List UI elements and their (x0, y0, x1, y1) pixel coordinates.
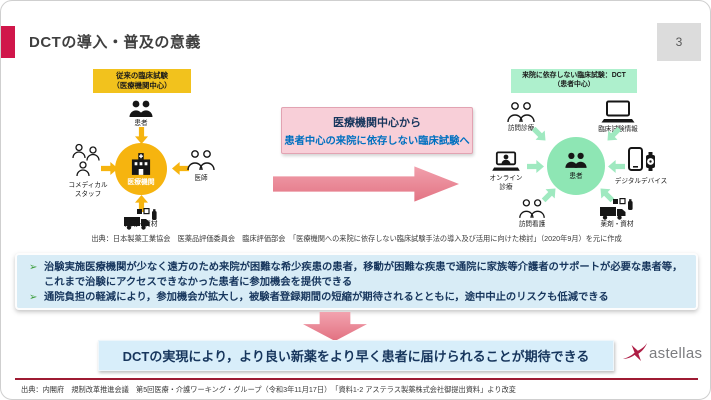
diagram-source-note: 出典：日本製薬工業協会 医薬品評価委員会 臨床評価部会 「医療機関への来院に依存… (91, 234, 622, 243)
arrow-right-icon (527, 160, 544, 173)
right-diagram-header-label: 来院に依存しない臨床試験：DCT （患者中心） (522, 72, 626, 88)
patient-pair-icon (564, 152, 588, 169)
left-spoke-top-label: 患者 (134, 120, 148, 127)
left-hub-label: 医療機関 (127, 178, 155, 186)
right-spoke-bottom-right-label: 薬剤・資材 (600, 221, 634, 228)
arrow-left-icon (608, 160, 625, 173)
transition-box: 医療機関中心から 患者中心の来院に依存しない臨床試験へ (281, 107, 473, 154)
doctors-icon (185, 149, 217, 171)
patients-icon (128, 100, 154, 118)
right-hub-label: 患者 (569, 173, 583, 180)
right-spoke-top-left-label: 訪問診療 (507, 125, 535, 132)
left-spoke-bottom-label: 薬剤・資材 (124, 221, 158, 228)
trial-info-laptop-icon (601, 100, 635, 124)
benefit-item: ➢ 通院負担の軽減により，参加機会が拡大し，被験者登録期間の短縮が期待されるとと… (29, 291, 686, 306)
visiting-doctors-icon (505, 101, 537, 123)
astellas-star-icon (622, 342, 648, 364)
left-spoke-left-label: コメディカル スタッフ (68, 182, 108, 198)
page-title: DCTの導入・普及の意義 (29, 34, 201, 51)
online-care-icon (490, 151, 522, 173)
left-diagram-header-label: 従来の臨床試験 （医療機関中心） (112, 71, 172, 90)
page-number: 3 (657, 23, 701, 61)
drug-supply-truck-icon (123, 208, 159, 230)
footer-divider-line (15, 378, 698, 380)
left-hub-medical-institution: 医療機関 (115, 143, 167, 195)
digital-devices-icon (625, 147, 659, 175)
benefit-item: ➢ 治験実施医療機関が少なく遠方のため来院が困難な希少疾患の患者，移動が困難な疾… (29, 261, 686, 291)
astellas-wordmark: astellas (649, 344, 703, 362)
drug-supply-truck-icon (599, 198, 635, 220)
right-diagram-header: 来院に依存しない臨床試験：DCT （患者中心） (511, 69, 637, 93)
big-right-arrow-icon (273, 166, 459, 202)
bullet-arrow-icon: ➢ (29, 291, 38, 303)
left-spoke-right-label: 医師 (194, 175, 208, 182)
right-hub-patient: 患者 (547, 137, 605, 195)
astellas-logo: astellas (622, 342, 702, 364)
conclusion-box: DCTの実現により，より良い新薬をより早く患者に届けられることが期待できる (98, 340, 614, 371)
visiting-nurses-icon (517, 198, 547, 219)
benefits-box: ➢ 治験実施医療機関が少なく遠方のため来院が困難な希少疾患の患者，移動が困難な疾… (15, 253, 698, 310)
transition-line1: 医療機関中心から (333, 117, 421, 129)
footer-source-note: 出典：内閣府 規制改革推進会議 第5回医療・介護ワーキング・グループ（令和3年1… (21, 385, 516, 394)
right-spoke-right-label: デジタルデバイス (614, 178, 668, 185)
right-spoke-left-label: オンライン 診療 (489, 175, 523, 191)
benefit-text: 通院負担の軽減により，参加機会が拡大し，被験者登録期間の短縮が期待されるとともに… (44, 291, 609, 303)
benefit-text: 治験実施医療機関が少なく遠方のため来院が困難な希少疾患の患者，移動が困難な疾患で… (44, 262, 683, 288)
transition-line2: 患者中心の来院に依存しない臨床試験へ (284, 136, 470, 147)
bullet-arrow-icon: ➢ (29, 262, 38, 273)
left-diagram-header: 従来の臨床試験 （医療機関中心） (93, 69, 191, 93)
arrow-down-icon (135, 127, 148, 144)
hospital-icon (131, 152, 151, 175)
comedical-staff-icon (69, 143, 103, 179)
big-down-arrow-icon (303, 312, 367, 341)
title-accent-bar (1, 26, 15, 58)
right-spoke-bottom-left-label: 訪問看護 (518, 221, 546, 228)
